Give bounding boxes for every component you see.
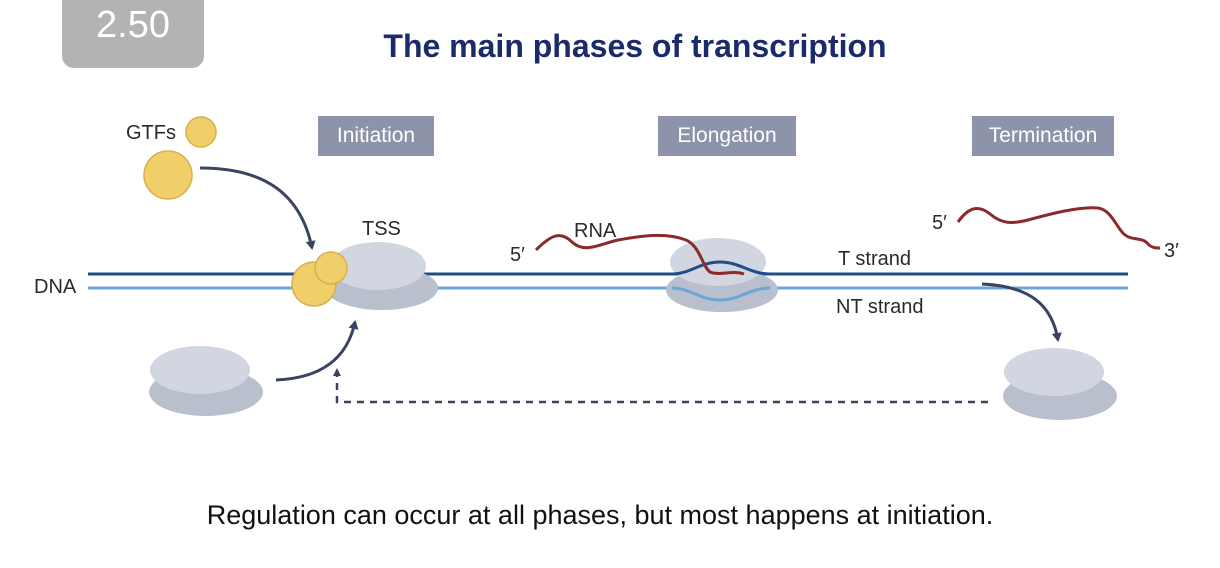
caption: Regulation can occur at all phases, but … <box>206 500 994 530</box>
gtf-large <box>143 150 193 200</box>
release-arrow <box>981 282 1062 342</box>
gtf-small <box>185 116 217 148</box>
rna-five-prime-label: 5′ <box>510 244 525 266</box>
rna-label: RNA <box>574 220 617 242</box>
released-five-prime-label: 5′ <box>932 212 947 234</box>
rna-transcript-released <box>956 206 1161 250</box>
transcription-bubble-top <box>671 260 771 276</box>
polymerase-initiation <box>326 242 438 310</box>
tss-label: TSS <box>362 218 401 240</box>
rna-transcript-elongation <box>534 233 745 276</box>
t-strand-label: T strand <box>838 248 911 270</box>
phase-label-termination: Termination <box>972 116 1114 156</box>
three-prime-label: 3′ <box>1164 240 1179 262</box>
timer-badge: 2.50 <box>62 0 204 68</box>
recruitment-arrow <box>275 320 359 382</box>
phase-label-elongation: Elongation <box>658 116 796 156</box>
polymerase-released <box>1003 348 1117 420</box>
page-title: The main phases of transcription <box>383 28 887 64</box>
transcription-bubble-bottom <box>671 286 771 302</box>
gtf-binding-arrow <box>199 166 316 250</box>
nt-strand-label: NT strand <box>836 296 924 318</box>
recycling-dashed-path <box>333 368 988 404</box>
gtfs-label: GTFs <box>126 122 176 144</box>
dna-label: DNA <box>34 276 77 298</box>
gtf-bound-small <box>314 251 348 285</box>
polymerase-free <box>149 346 263 416</box>
phase-label-initiation: Initiation <box>318 116 434 156</box>
